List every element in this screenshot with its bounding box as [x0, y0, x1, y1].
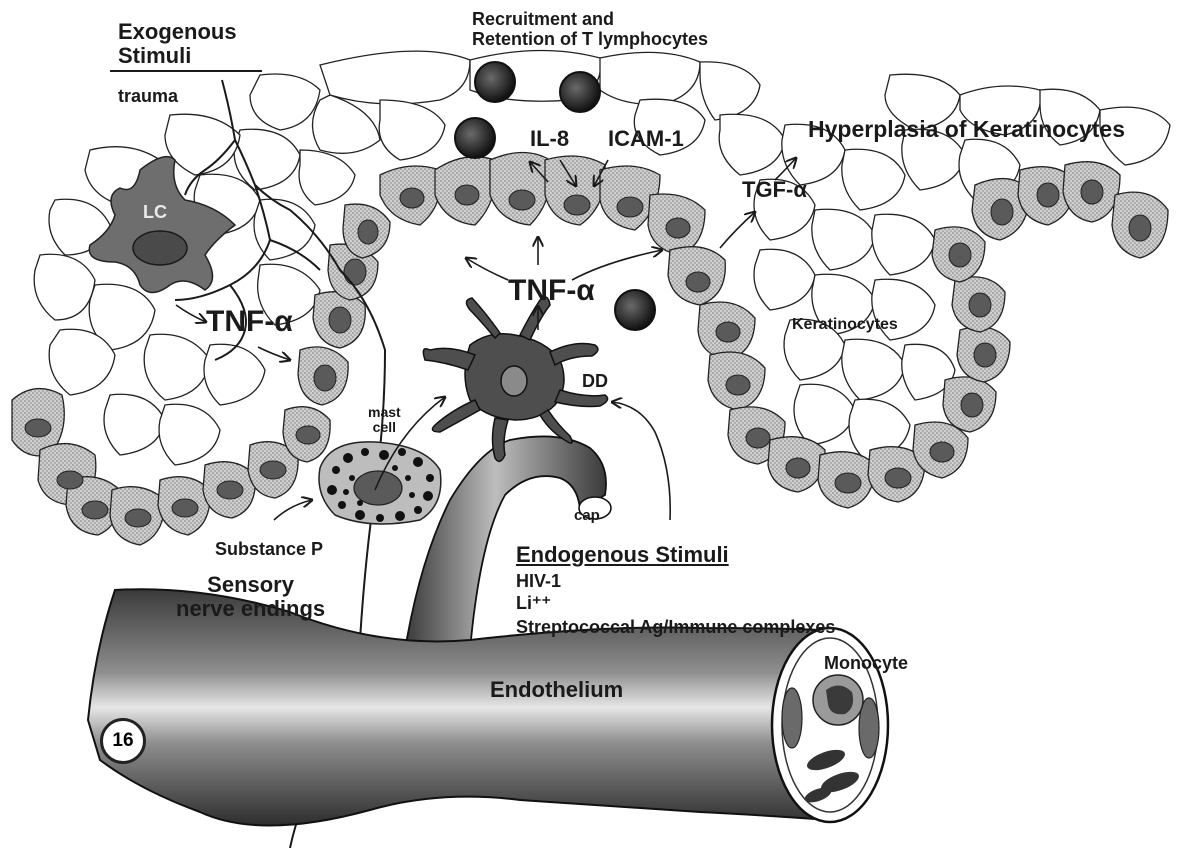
- tnf-alpha-center-label: TNF-α: [508, 274, 595, 307]
- mast-line-2: cell: [368, 420, 401, 435]
- dd-label: DD: [582, 372, 608, 392]
- sensory-line-2: nerve endings: [176, 597, 325, 621]
- mast-line-1: mast: [368, 405, 401, 420]
- endothelium-label: Endothelium: [490, 678, 623, 702]
- exogenous-heading: Exogenous Stimuli: [118, 20, 268, 68]
- sensory-line-1: Sensory: [176, 573, 325, 597]
- il8-label: IL-8: [530, 127, 569, 151]
- endogenous-item-hiv: HIV-1: [516, 572, 561, 592]
- tgf-alpha-label: TGF-α: [742, 178, 807, 202]
- cap-label: cap: [574, 508, 600, 525]
- monocyte-label: Monocyte: [824, 654, 908, 674]
- exogenous-heading-text: Exogenous Stimuli: [118, 20, 268, 68]
- sensory-nerve-label: Sensory nerve endings: [176, 573, 325, 621]
- mast-cell: [319, 442, 441, 524]
- dermal-dendrocyte: [423, 297, 607, 461]
- recruitment-line-1: Recruitment and: [472, 10, 708, 30]
- tnf-alpha-left-label: TNF-α: [206, 305, 293, 338]
- hyperplasia-label: Hyperplasia of Keratinocytes: [808, 117, 1125, 142]
- recruitment-label: Recruitment and Retention of T lymphocyt…: [472, 10, 708, 50]
- figure-number-badge: 16: [100, 718, 146, 764]
- keratinocytes-label: Keratinocytes: [792, 316, 898, 334]
- langerhans-nucleus: [133, 231, 187, 265]
- icam1-label: ICAM-1: [608, 127, 684, 151]
- figure-number: 16: [112, 730, 133, 752]
- mast-cell-label: mast cell: [368, 405, 401, 436]
- trauma-label: trauma: [118, 87, 178, 107]
- endogenous-heading: Endogenous Stimuli: [516, 543, 729, 567]
- endogenous-item-li: Li⁺⁺: [516, 594, 551, 614]
- lc-label: LC: [143, 203, 167, 223]
- endogenous-item-strep: Streptococcal Ag/Immune complexes: [516, 618, 835, 638]
- substance-p-label: Substance P: [215, 540, 323, 560]
- recruitment-line-2: Retention of T lymphocytes: [472, 30, 708, 50]
